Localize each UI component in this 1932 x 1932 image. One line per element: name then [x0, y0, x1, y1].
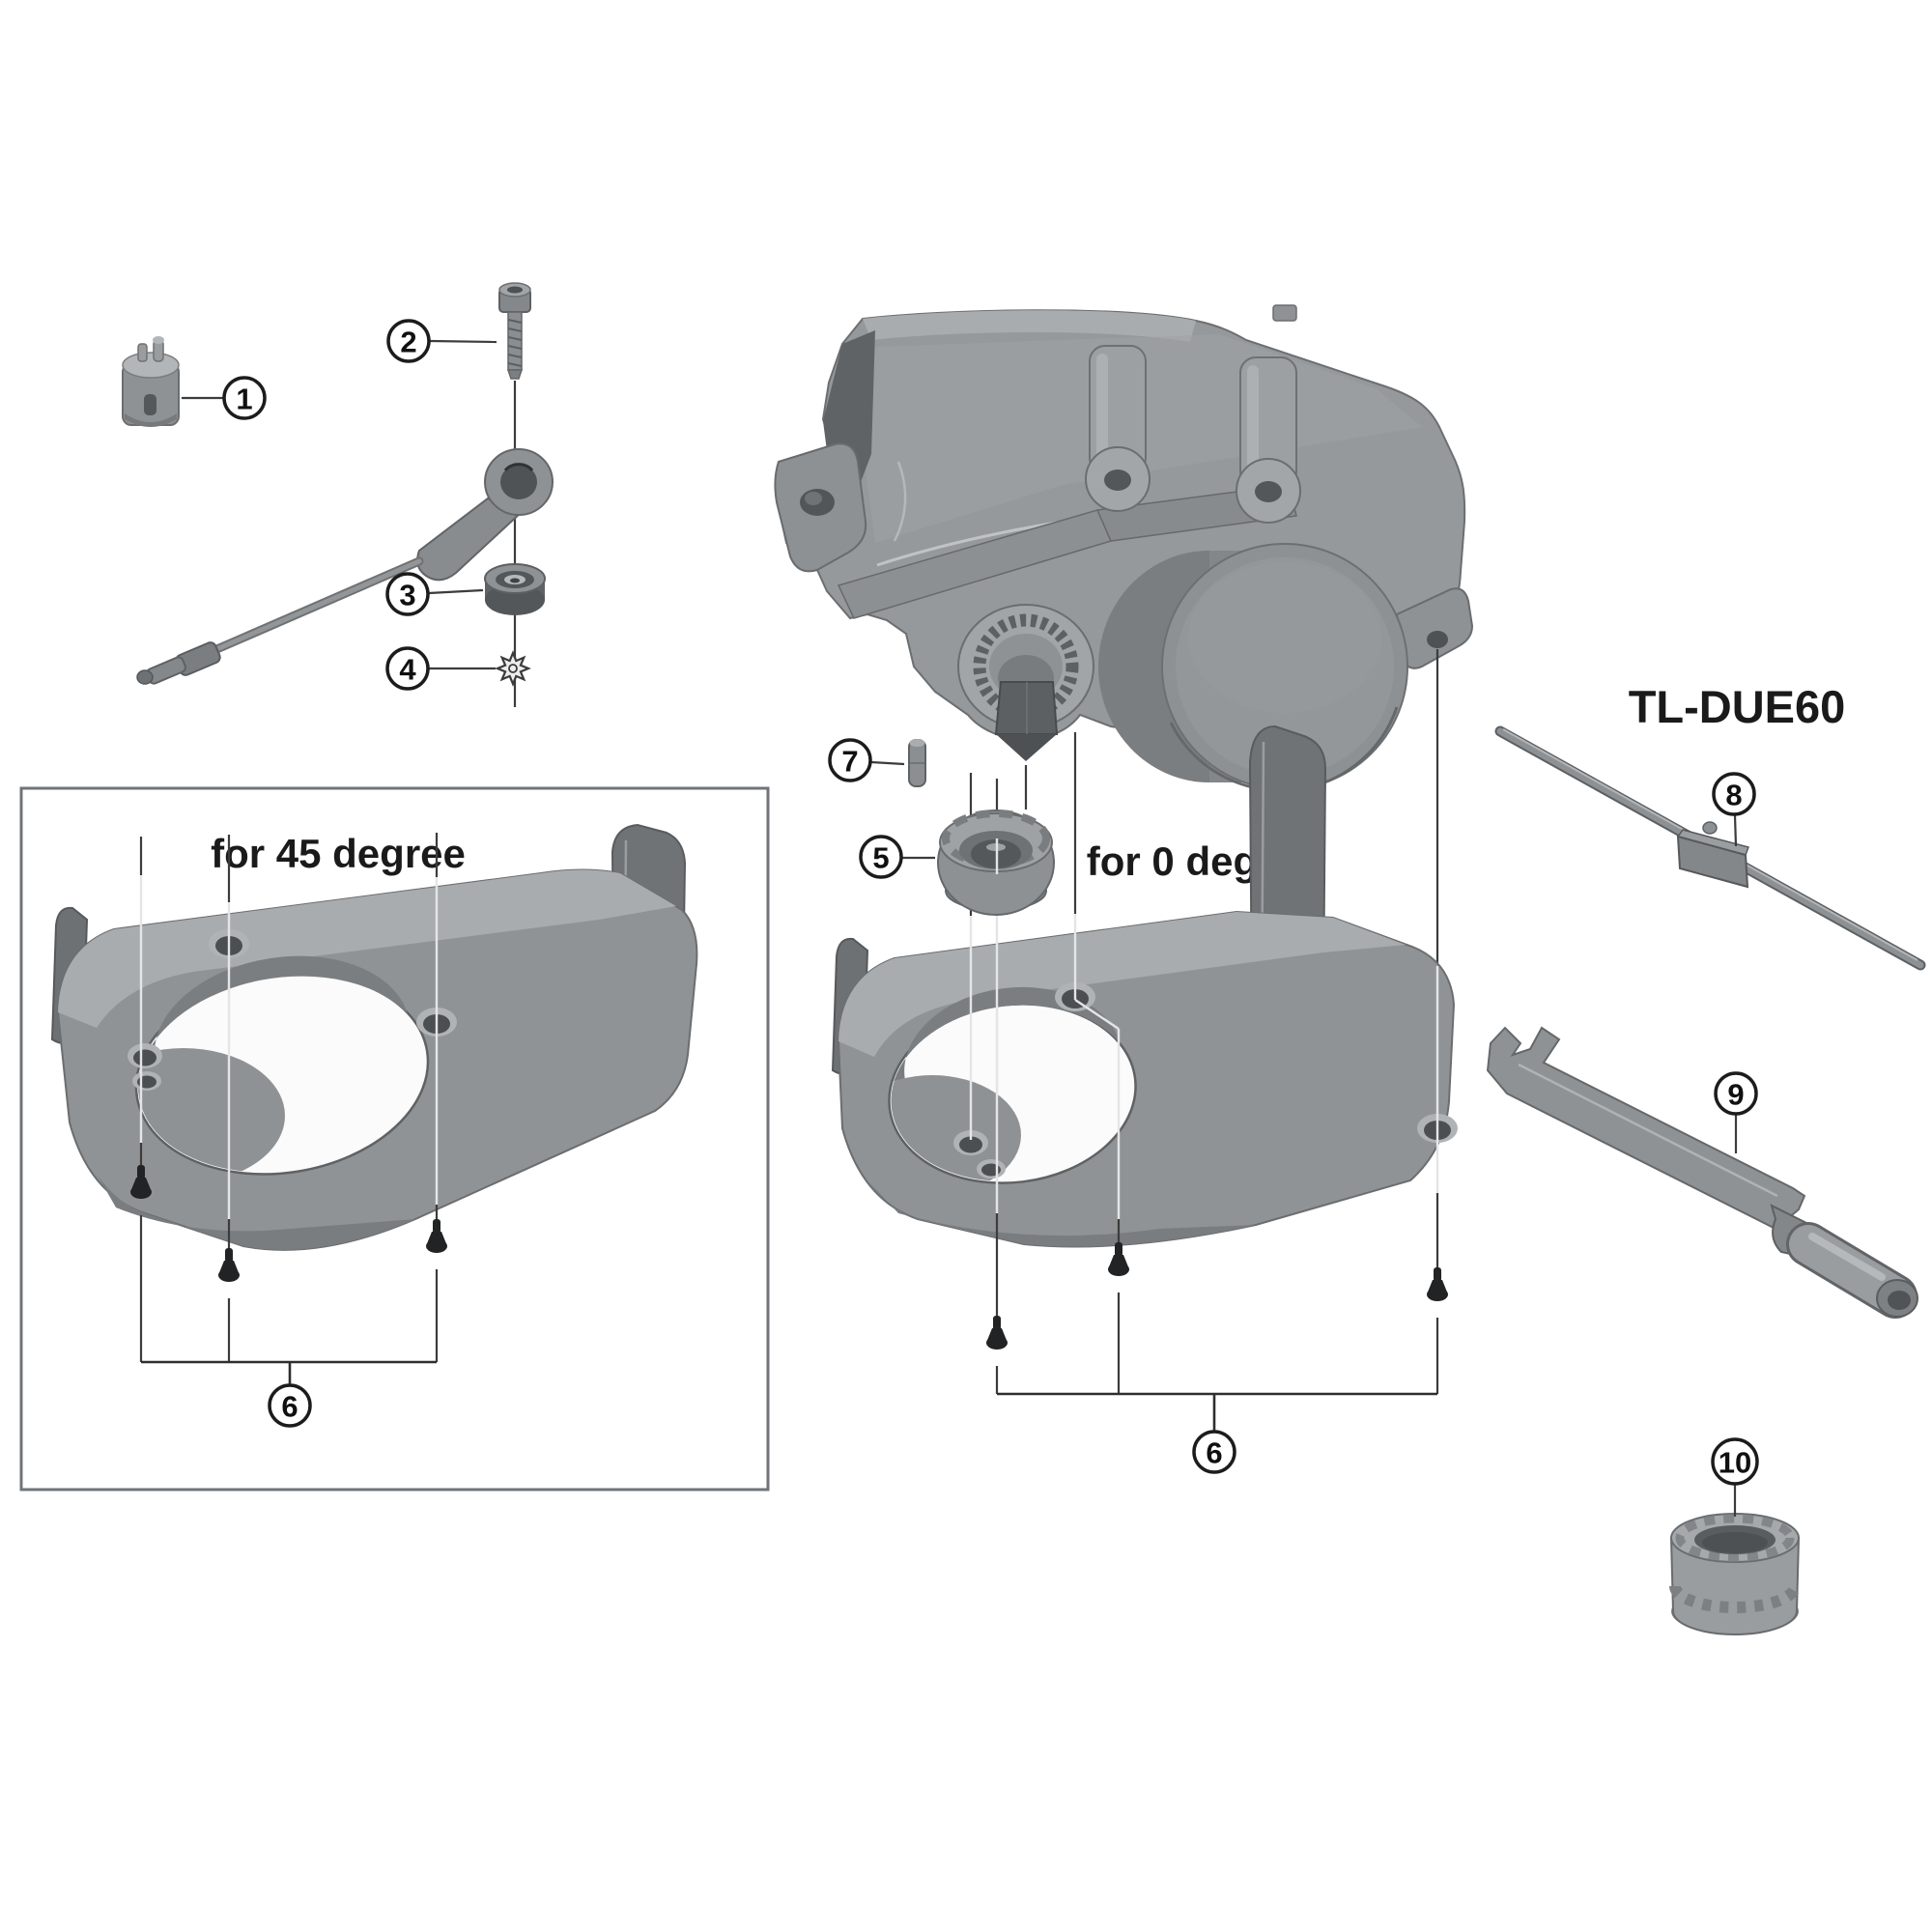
svg-text:6: 6 — [1206, 1436, 1222, 1470]
mount-cover-0-icon — [831, 724, 1458, 1248]
callout-8: 8 — [1712, 772, 1756, 816]
caption-for-45-degree: for 45 degree — [211, 831, 466, 876]
callout-3: 3 — [385, 572, 430, 616]
bearing-icon — [484, 563, 546, 615]
pry-tool-icon — [1486, 1026, 1918, 1319]
rod-tool-icon — [1494, 725, 1926, 971]
callout-9: 9 — [1714, 1071, 1758, 1116]
cover45-screw-middle — [218, 1248, 240, 1282]
svg-text:5: 5 — [872, 841, 889, 875]
callout-7: 7 — [828, 738, 872, 782]
svg-text:10: 10 — [1719, 1446, 1751, 1480]
box-45-border — [19, 786, 770, 1492]
svg-text:6: 6 — [281, 1390, 298, 1424]
callout-2: 2 — [386, 319, 431, 363]
callout-4: 4 — [385, 646, 430, 691]
callout-10: 10 — [1711, 1437, 1759, 1486]
callout-6-right: 6 — [1192, 1430, 1236, 1474]
box-45-degree: for 45 degree — [19, 786, 770, 1492]
callout-5: 5 — [859, 835, 903, 879]
cover0-screw-left — [986, 1316, 1008, 1350]
leaders-45-bottom — [130, 875, 447, 1384]
leaders-0-bottom — [969, 914, 1448, 1431]
svg-text:1: 1 — [236, 383, 252, 416]
leaders-45-top — [139, 833, 439, 902]
cover0-screw-right — [1427, 1267, 1448, 1301]
mount-cover-45-icon — [50, 823, 698, 1251]
callout-1: 1 — [222, 376, 267, 420]
drive-unit-icon — [774, 304, 1474, 792]
cable-end-unit-icon — [122, 336, 180, 427]
cover45-screw-left — [130, 1165, 152, 1199]
lockring-tool-icon — [1669, 1513, 1801, 1635]
star-washer-icon — [495, 650, 531, 687]
socket-bolt-icon — [498, 282, 531, 380]
tool-title: TL-DUE60 — [1629, 681, 1846, 732]
svg-text:4: 4 — [399, 653, 416, 687]
svg-text:8: 8 — [1725, 779, 1742, 812]
cover0-screw-middle — [1108, 1242, 1129, 1276]
svg-text:9: 9 — [1727, 1078, 1744, 1112]
svg-text:7: 7 — [841, 745, 858, 779]
link-arm-icon — [136, 448, 554, 685]
svg-text:3: 3 — [399, 579, 415, 612]
svg-text:2: 2 — [400, 326, 416, 359]
pin-icon — [908, 739, 926, 787]
lock-ring-icon — [937, 810, 1055, 916]
cover45-screw-right — [426, 1219, 447, 1253]
callout-6-left: 6 — [268, 1383, 312, 1428]
